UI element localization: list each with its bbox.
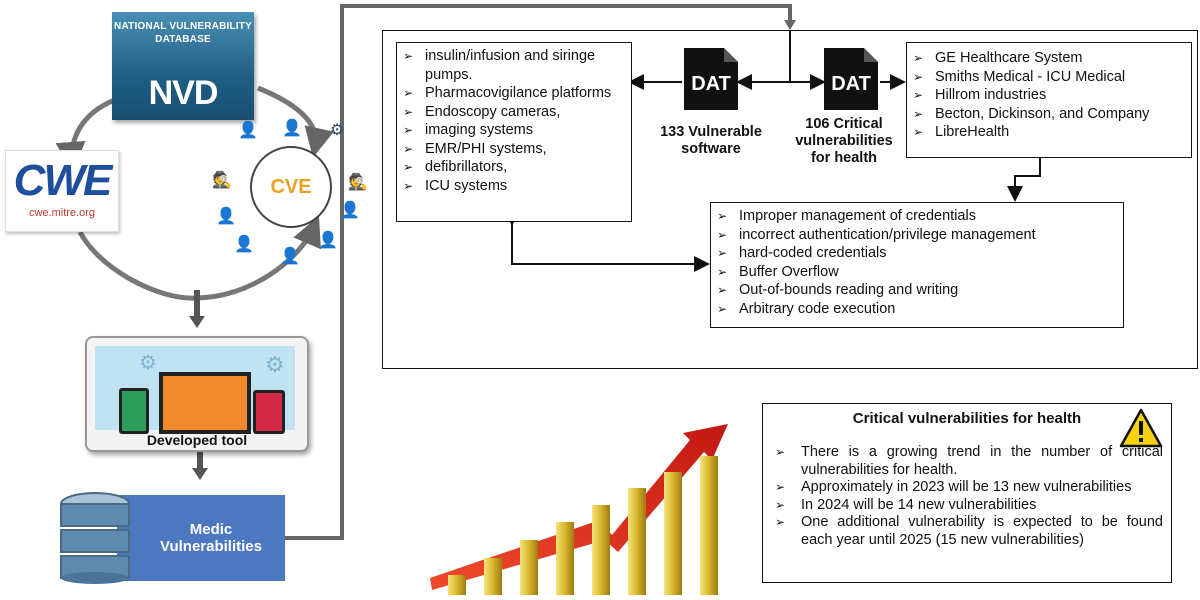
trend-arrow: [430, 424, 728, 590]
dat-left-label: 133 Vulnerable software: [660, 124, 762, 157]
gear-icon: ⚙: [265, 352, 285, 377]
medic-label: Medic Vulnerabilities: [160, 521, 262, 555]
user-icon: 👤: [216, 208, 236, 225]
vendors-weaknesses-link: [1007, 144, 1048, 202]
device-item: EMR/PHI systems,: [397, 140, 631, 159]
tablet-icon: [119, 388, 149, 434]
nvd-title: NATIONAL VULNERABILITY DATABASE: [114, 21, 252, 45]
nvd-to-cve-arrow: [257, 85, 334, 158]
cwe-loop-arrow: [77, 230, 196, 301]
growth-bar: [556, 522, 574, 595]
device-item: Pharmacovigilance platforms: [397, 84, 631, 103]
user-icon: 👤: [318, 232, 338, 249]
growth-bar: [520, 540, 538, 595]
vendors-box: GE Healthcare System Smiths Medical - IC…: [906, 42, 1192, 158]
growth-bar: [484, 558, 502, 595]
critical-summary-box: Critical vulnerabilities for health Ther…: [762, 403, 1172, 583]
analysis-frame: [382, 30, 1198, 369]
growth-bar: [448, 575, 466, 595]
medic-to-dat-connector: [285, 4, 792, 540]
gear-icon: ⚙: [330, 122, 345, 139]
cwe-url: cwe.mitre.org: [28, 207, 96, 219]
weakness-item: Improper management of credentials: [711, 207, 1123, 226]
device-item: Endoscopy cameras,: [397, 103, 631, 122]
dat-right-text: DAT: [831, 73, 871, 95]
tool-screen-illustration: ⚙ ⚙: [95, 346, 295, 434]
dat-left-text: DAT: [691, 73, 731, 95]
weakness-item: incorrect authentication/privilege manag…: [711, 226, 1123, 245]
weakness-item: Arbitrary code execution: [711, 300, 1123, 319]
user-icon: 👤: [282, 120, 302, 137]
user-icon: 👤: [238, 122, 258, 139]
dat-right-label: 106 Critical vulnerabilities for health: [795, 116, 893, 166]
weakness-item: hard-coded credentials: [711, 244, 1123, 263]
connector-arrowhead: [784, 20, 796, 30]
growth-bar: [700, 456, 718, 595]
dat-file-icon-left: DAT: [684, 48, 738, 110]
medic-vulnerabilities-card: Medic Vulnerabilities: [117, 495, 285, 581]
growth-bar: [592, 505, 610, 595]
devices-weaknesses-link: [504, 210, 710, 272]
dat-file-icon-right: DAT: [824, 48, 878, 110]
summary-item: One additional vulnerability is expected…: [771, 514, 1163, 549]
nvd-database-card: NATIONAL VULNERABILITY DATABASE NVD: [112, 12, 254, 120]
user-icon: 👤: [340, 202, 360, 219]
warning-triangle-icon: [1119, 408, 1163, 448]
cwe-logo: CWE: [13, 156, 113, 205]
nvd-logo: NVD: [148, 74, 219, 112]
user-icon: 👤: [280, 248, 300, 265]
summary-item: In 2024 will be 14 new vulnerabilities: [771, 497, 1163, 515]
cve-logo: CVE: [250, 146, 332, 228]
cwe-card: CWE cwe.mitre.org: [5, 150, 119, 232]
user-icon: 🕵: [212, 172, 232, 189]
vendor-item: Smiths Medical - ICU Medical: [907, 68, 1191, 87]
growth-bar: [628, 488, 646, 595]
vendor-item: GE Healthcare System: [907, 49, 1191, 68]
device-item: imaging systems: [397, 121, 631, 140]
user-icon: 👤: [234, 236, 254, 253]
vendor-item: LibreHealth: [907, 123, 1191, 142]
vendor-item: Hillrom industries: [907, 86, 1191, 105]
device-item: ICU systems: [397, 177, 631, 196]
tool-label: Developed tool: [146, 432, 248, 448]
weaknesses-box: Improper management of credentials incor…: [710, 202, 1124, 328]
weakness-item: Buffer Overflow: [711, 263, 1123, 282]
device-item: insulin/infusion and siringe pumps.: [397, 47, 631, 84]
growth-bar: [664, 472, 682, 595]
phone-icon: [253, 390, 285, 434]
summary-item: There is a growing trend in the number o…: [771, 444, 1163, 479]
summary-item: Approximately in 2023 will be 13 new vul…: [771, 479, 1163, 497]
weakness-item: Out-of-bounds reading and writing: [711, 281, 1123, 300]
growth-chart: [430, 424, 728, 595]
summary-title: Critical vulnerabilities for health: [852, 410, 1082, 427]
devices-box: insulin/infusion and siringe pumps. Phar…: [396, 42, 632, 222]
gear-icon: ⚙: [139, 352, 157, 374]
developed-tool-card: ⚙ ⚙ Developed tool: [85, 336, 309, 452]
loop-to-cve-arrow: [194, 215, 321, 301]
database-icon: [60, 492, 130, 584]
monitor-icon: [159, 372, 251, 434]
user-icon: 🕵: [348, 174, 368, 191]
device-item: defibrillators,: [397, 158, 631, 177]
vendor-item: Becton, Dickinson, and Company: [907, 105, 1191, 124]
